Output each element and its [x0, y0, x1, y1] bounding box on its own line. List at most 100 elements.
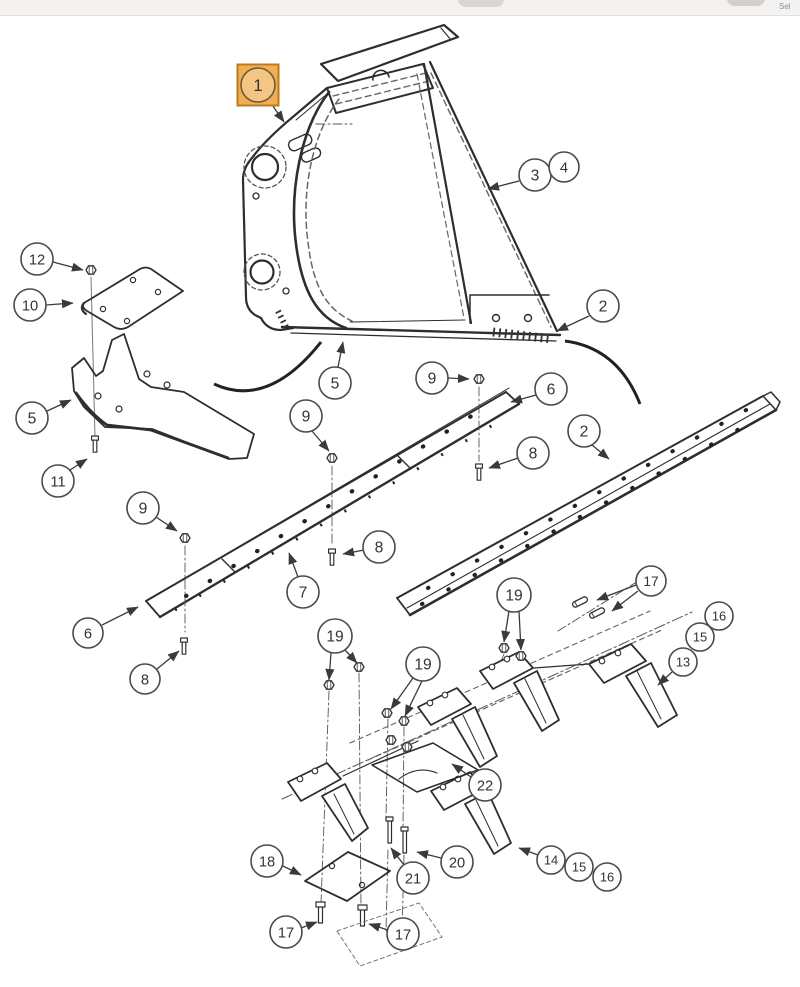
callout-number: 9	[139, 501, 148, 518]
callout-19[interactable]: 19	[317, 618, 358, 681]
callout-20[interactable]: 20	[416, 845, 474, 879]
callout-13[interactable]: 13	[657, 647, 698, 686]
callout-6[interactable]: 6	[72, 606, 139, 649]
toolbar-button-fragment[interactable]	[458, 0, 504, 7]
callout-7[interactable]: 7	[286, 552, 320, 609]
callout-2[interactable]: 2	[556, 289, 620, 332]
callout-number: 21	[405, 871, 421, 887]
wear-plate-18	[304, 851, 391, 902]
callout-19[interactable]: 19	[496, 577, 532, 651]
callout-number: 20	[449, 855, 465, 871]
leader-line	[591, 444, 610, 460]
callout-17[interactable]: 17	[596, 565, 667, 612]
leader-line	[156, 650, 180, 670]
callout-circle	[440, 845, 474, 879]
callout-circle	[129, 663, 161, 695]
nut-19	[401, 742, 413, 752]
nut-9	[179, 533, 191, 543]
nut-19	[385, 735, 397, 745]
tooth-shank-unit	[588, 643, 678, 728]
callout-10[interactable]: 10	[13, 288, 74, 322]
callout-circle	[269, 915, 303, 949]
pivot-boss-lower	[249, 259, 275, 285]
nut-19	[498, 643, 510, 653]
leader-line	[556, 315, 590, 332]
callout-number: 14	[544, 853, 558, 868]
callout-number: 8	[141, 672, 149, 688]
callout-number: 4	[560, 160, 568, 176]
callout-circle	[468, 768, 502, 802]
callout-number: 9	[428, 371, 437, 388]
leader-line	[368, 922, 389, 932]
callout-circle	[405, 646, 441, 682]
callout-circle	[592, 862, 622, 892]
callout-circle	[396, 861, 430, 895]
callout-3[interactable]: 3	[487, 158, 552, 192]
browser-toolbar-fragment: Sel	[0, 0, 800, 16]
callout-9[interactable]: 9	[289, 399, 330, 452]
toolbar-button-fragment[interactable]	[727, 0, 765, 6]
leader-line	[325, 652, 335, 681]
nut-19	[353, 662, 365, 672]
swoosh-right	[564, 339, 642, 405]
callout-14[interactable]: 14	[518, 845, 566, 875]
callout-circle	[72, 617, 104, 649]
leader-line	[390, 677, 414, 710]
callout-5[interactable]: 5	[318, 341, 352, 400]
callout-16[interactable]: 16	[704, 601, 734, 631]
tooth-shank-unit	[417, 687, 498, 768]
callout-number: 3	[531, 168, 540, 185]
leader-line	[488, 457, 519, 469]
callout-number: 17	[395, 927, 411, 943]
callout-number: 1	[253, 76, 262, 95]
callout-circle	[548, 151, 580, 183]
callout-21[interactable]: 21	[390, 847, 430, 895]
left-side-plate	[241, 86, 329, 332]
callout-9[interactable]: 9	[126, 491, 178, 532]
nut-19	[381, 708, 393, 718]
callout-22[interactable]: 22	[451, 763, 502, 802]
callout-8[interactable]: 8	[488, 436, 550, 470]
nut-12	[85, 265, 97, 275]
callout-1[interactable]: 1	[236, 63, 285, 123]
motion-arcs	[213, 339, 642, 405]
callout-18[interactable]: 18	[250, 844, 302, 878]
callout-15[interactable]: 15	[564, 852, 594, 882]
callout-5[interactable]: 5	[15, 399, 72, 435]
callout-number: 7	[299, 585, 308, 602]
leader-line	[344, 649, 358, 664]
callout-19[interactable]: 19	[390, 646, 441, 717]
leader-line	[596, 584, 637, 601]
bolt-8	[475, 463, 483, 481]
callout-circle	[126, 491, 160, 525]
left-plate-group	[71, 265, 255, 460]
callout-circle	[289, 399, 323, 433]
leader-line	[416, 850, 442, 860]
callout-number: 2	[580, 424, 589, 441]
callout-2[interactable]: 2	[567, 414, 610, 460]
leader-line	[311, 430, 330, 452]
callout-circle	[286, 575, 320, 609]
callout-17[interactable]: 17	[368, 917, 420, 951]
tooth-shank-unit	[479, 651, 560, 732]
callout-15[interactable]: 15	[685, 622, 715, 652]
callout-8[interactable]: 8	[129, 650, 180, 695]
callout-number: 5	[331, 376, 340, 393]
callout-17[interactable]: 17	[269, 915, 318, 949]
callout-8[interactable]: 8	[342, 530, 396, 564]
leader-line	[52, 261, 84, 272]
callout-number: 17	[278, 925, 294, 941]
nut-19	[515, 651, 527, 661]
callout-12[interactable]: 12	[20, 242, 84, 276]
callout-number: 12	[29, 252, 45, 268]
callout-9[interactable]: 9	[415, 361, 470, 395]
bucket-bottom-edge	[280, 325, 562, 337]
callout-16[interactable]: 16	[592, 862, 622, 892]
callout-circle	[13, 288, 47, 322]
callout-11[interactable]: 11	[41, 458, 88, 498]
callout-6[interactable]: 6	[510, 372, 568, 406]
leader-line	[390, 847, 405, 866]
right-side-panel	[422, 62, 473, 325]
callout-4[interactable]: 4	[548, 151, 580, 183]
